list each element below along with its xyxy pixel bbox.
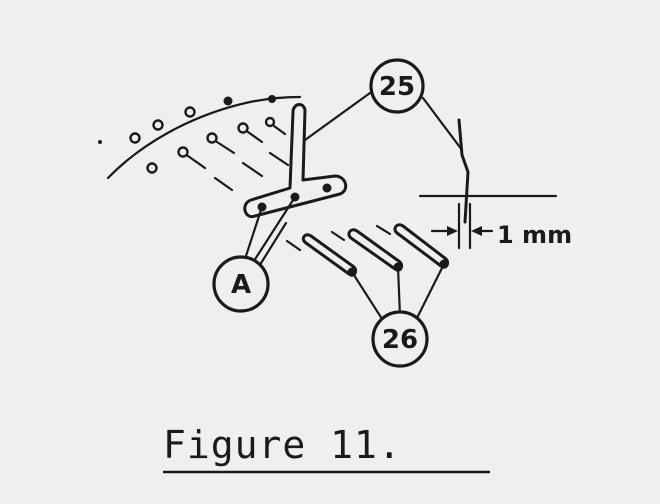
caption-text: Figure 11. (163, 423, 402, 467)
figure-caption: Figure 11. (163, 423, 490, 474)
callout-a-label: A (231, 270, 251, 300)
leader-lines-25 (303, 91, 464, 152)
callout-26-label: 26 (382, 325, 418, 355)
inner-hole-row (146, 116, 276, 174)
pin-lines (186, 124, 290, 192)
outer-hole-row (129, 95, 276, 144)
bracket-part-25 (243, 103, 348, 219)
leader-lines-a (242, 195, 297, 270)
callout-26: 26 (371, 310, 429, 368)
callout-25: 25 (369, 58, 425, 114)
dimension-label: 1 mm (497, 221, 572, 249)
callout-a: A (212, 255, 270, 313)
stray-dot (98, 140, 102, 144)
side-profile: 1 mm (418, 118, 572, 250)
leader-lines-26 (350, 262, 446, 324)
disc-rim (106, 95, 302, 180)
callout-25-label: 25 (379, 72, 415, 102)
contact-fingers-26 (285, 223, 450, 277)
